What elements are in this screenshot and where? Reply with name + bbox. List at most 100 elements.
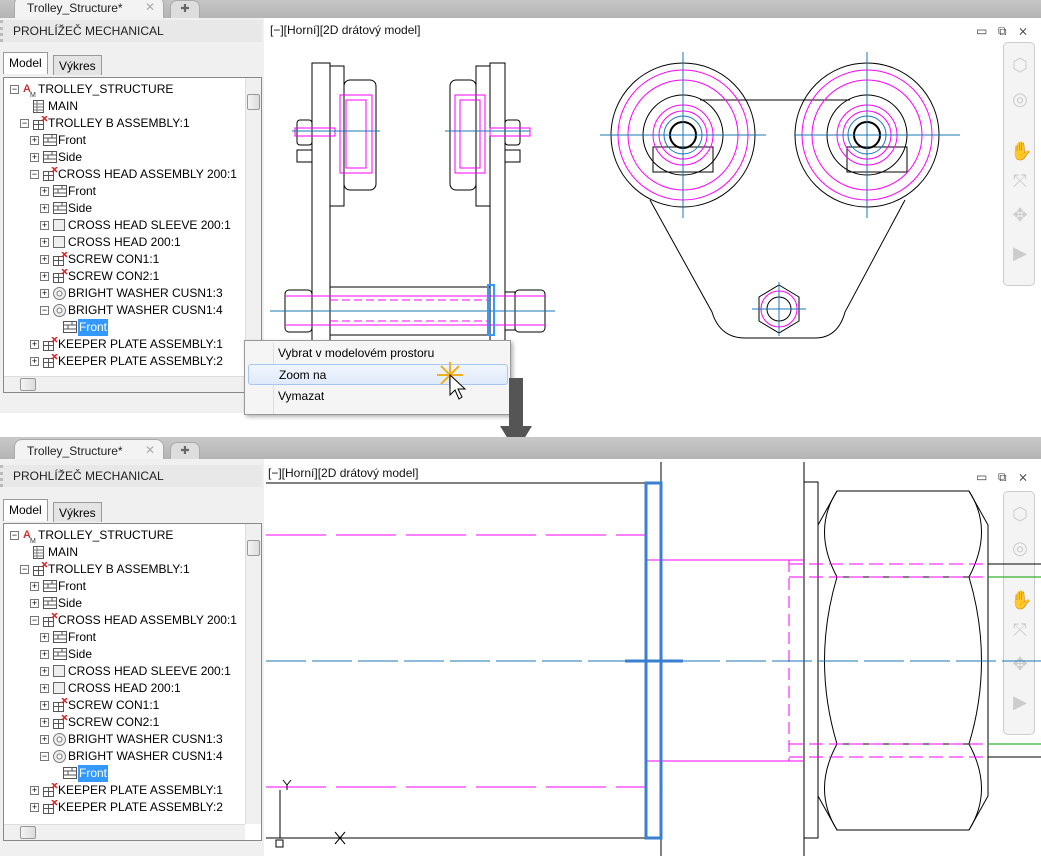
zoom-icon[interactable]: ⤧	[1012, 171, 1028, 191]
showmotion-icon[interactable]: ▶	[1013, 692, 1027, 712]
vertical-scrollbar[interactable]	[245, 524, 261, 824]
new-tab-button[interactable]: ✚	[170, 442, 200, 460]
tree-item[interactable]: +Front	[4, 132, 242, 149]
collapse-icon[interactable]: −	[40, 305, 49, 315]
expand-icon[interactable]: +	[40, 237, 49, 247]
expand-icon[interactable]: +	[40, 288, 49, 298]
tree-item[interactable]: +BRIGHT WASHER CUSN1:3	[4, 731, 242, 748]
tree-item[interactable]: +BRIGHT WASHER CUSN1:3	[4, 285, 242, 302]
tree-item[interactable]: +KEEPER PLATE ASSEMBLY:2	[4, 353, 242, 370]
collapse-icon[interactable]: −	[10, 530, 19, 540]
expand-icon[interactable]: +	[40, 220, 49, 230]
expand-icon[interactable]: +	[40, 649, 49, 659]
scroll-thumb[interactable]	[20, 826, 36, 839]
tab-model[interactable]: Model	[3, 499, 48, 521]
steering-wheel-icon[interactable]: ◎	[1012, 89, 1028, 109]
expand-icon[interactable]: +	[40, 717, 49, 727]
restore-icon[interactable]: ⧉	[998, 24, 1007, 38]
close-icon[interactable]: ✕	[144, 443, 155, 457]
tree-item[interactable]: Front	[4, 319, 242, 336]
tree-item[interactable]: +Side	[4, 646, 242, 663]
scroll-thumb[interactable]	[20, 378, 36, 391]
tree-item[interactable]: Front	[4, 765, 242, 782]
drawing-viewport[interactable]: [−][Horní][2D drátový model] ▭ ⧉ ⨯ ⬡ ◎ ✋ ⤧ ✥…	[266, 462, 1041, 856]
menu-item-delete[interactable]: Vymazat	[278, 389, 325, 403]
expand-icon[interactable]: +	[30, 581, 39, 591]
restore-icon[interactable]: ⧉	[998, 470, 1007, 484]
tree-item[interactable]: −CROSS HEAD ASSEMBLY 200:1	[4, 612, 242, 629]
tree-item[interactable]: +CROSS HEAD 200:1	[4, 234, 242, 251]
tree-item[interactable]: −CROSS HEAD ASSEMBLY 200:1	[4, 166, 242, 183]
tree-item[interactable]: +CROSS HEAD SLEEVE 200:1	[4, 217, 242, 234]
horizontal-scrollbar[interactable]	[4, 824, 245, 840]
scroll-thumb[interactable]	[247, 94, 260, 110]
expand-icon[interactable]: +	[30, 356, 39, 366]
minimize-icon[interactable]: ▭	[976, 470, 988, 484]
tree-item[interactable]: +KEEPER PLATE ASSEMBLY:1	[4, 782, 242, 799]
collapse-icon[interactable]: −	[30, 615, 39, 625]
orbit-icon[interactable]: ✥	[1012, 205, 1028, 225]
tree-item[interactable]: +KEEPER PLATE ASSEMBLY:1	[4, 336, 242, 353]
close-viewport-icon[interactable]: ⨯	[1018, 470, 1029, 484]
menu-item-select-in-model-space[interactable]: Vybrat v modelovém prostoru	[278, 346, 435, 360]
expand-icon[interactable]: +	[40, 734, 49, 744]
tree-item[interactable]: −TROLLEY B ASSEMBLY:1	[4, 115, 242, 132]
expand-icon[interactable]: +	[40, 271, 49, 281]
viewport-label[interactable]: [−][Horní][2D drátový model]	[268, 466, 419, 480]
collapse-icon[interactable]: −	[30, 169, 39, 179]
scroll-thumb[interactable]	[247, 540, 260, 556]
document-tab[interactable]: Trolley_Structure*✕	[14, 439, 164, 461]
tree-item[interactable]: +CROSS HEAD SLEEVE 200:1	[4, 663, 242, 680]
document-tab[interactable]: Trolley_Structure*✕	[14, 0, 164, 18]
viewport-label[interactable]: [−][Horní][2D drátový model]	[270, 23, 421, 37]
tree-item[interactable]: +Side	[4, 595, 242, 612]
tab-vykres[interactable]: Výkres	[53, 502, 102, 522]
tree-item[interactable]: +SCREW CON1:1	[4, 697, 242, 714]
expand-icon[interactable]: +	[30, 598, 39, 608]
pan-hand-icon[interactable]: ✋	[1010, 590, 1033, 610]
tree-item[interactable]: +KEEPER PLATE ASSEMBLY:2	[4, 799, 242, 816]
navigation-bar[interactable]: ⬡ ◎ ✋ ⤧ ✥ ▶	[1003, 491, 1035, 735]
tree-item[interactable]: −BRIGHT WASHER CUSN1:4	[4, 748, 242, 765]
cube-icon[interactable]: ⬡	[1012, 55, 1028, 75]
expand-icon[interactable]: +	[30, 339, 39, 349]
tab-vykres[interactable]: Výkres	[53, 55, 102, 75]
tree-item[interactable]: +Front	[4, 578, 242, 595]
minimize-icon[interactable]: ▭	[976, 24, 988, 38]
collapse-icon[interactable]: −	[40, 751, 49, 761]
expand-icon[interactable]: +	[30, 785, 39, 795]
tree-item[interactable]: +Front	[4, 183, 242, 200]
zoom-icon[interactable]: ⤧	[1012, 620, 1028, 640]
tree-item[interactable]: −TROLLEY B ASSEMBLY:1	[4, 561, 242, 578]
tree-item[interactable]: +Side	[4, 149, 242, 166]
horizontal-scrollbar[interactable]	[4, 376, 245, 392]
close-icon[interactable]: ✕	[144, 0, 155, 14]
navigation-bar[interactable]: ⬡◎✋⤧✥▶	[1003, 42, 1035, 286]
tree-item[interactable]: +SCREW CON2:1	[4, 268, 242, 285]
collapse-icon[interactable]: −	[20, 564, 29, 574]
close-viewport-icon[interactable]: ⨯	[1018, 24, 1029, 38]
tree-item[interactable]: MAIN	[4, 98, 242, 115]
expand-icon[interactable]: +	[40, 632, 49, 642]
vertical-scrollbar[interactable]	[245, 78, 261, 376]
tree-item[interactable]: +SCREW CON1:1	[4, 251, 242, 268]
expand-icon[interactable]: +	[30, 802, 39, 812]
tree-item[interactable]: +SCREW CON2:1	[4, 714, 242, 731]
expand-icon[interactable]: +	[40, 700, 49, 710]
expand-icon[interactable]: +	[40, 666, 49, 676]
expand-icon[interactable]: +	[40, 683, 49, 693]
steering-wheel-icon[interactable]: ◎	[1012, 538, 1028, 558]
expand-icon[interactable]: +	[30, 152, 39, 162]
tree-item[interactable]: MAIN	[4, 544, 242, 561]
tree-item[interactable]: +CROSS HEAD 200:1	[4, 680, 242, 697]
orbit-icon[interactable]: ✥	[1012, 654, 1028, 674]
cube-icon[interactable]: ⬡	[1012, 504, 1028, 524]
tree-item[interactable]: +Front	[4, 629, 242, 646]
showmotion-icon[interactable]: ▶	[1013, 243, 1027, 263]
collapse-icon[interactable]: −	[10, 84, 19, 94]
expand-icon[interactable]: +	[40, 186, 49, 196]
tree-item[interactable]: −BRIGHT WASHER CUSN1:4	[4, 302, 242, 319]
expand-icon[interactable]: +	[30, 135, 39, 145]
